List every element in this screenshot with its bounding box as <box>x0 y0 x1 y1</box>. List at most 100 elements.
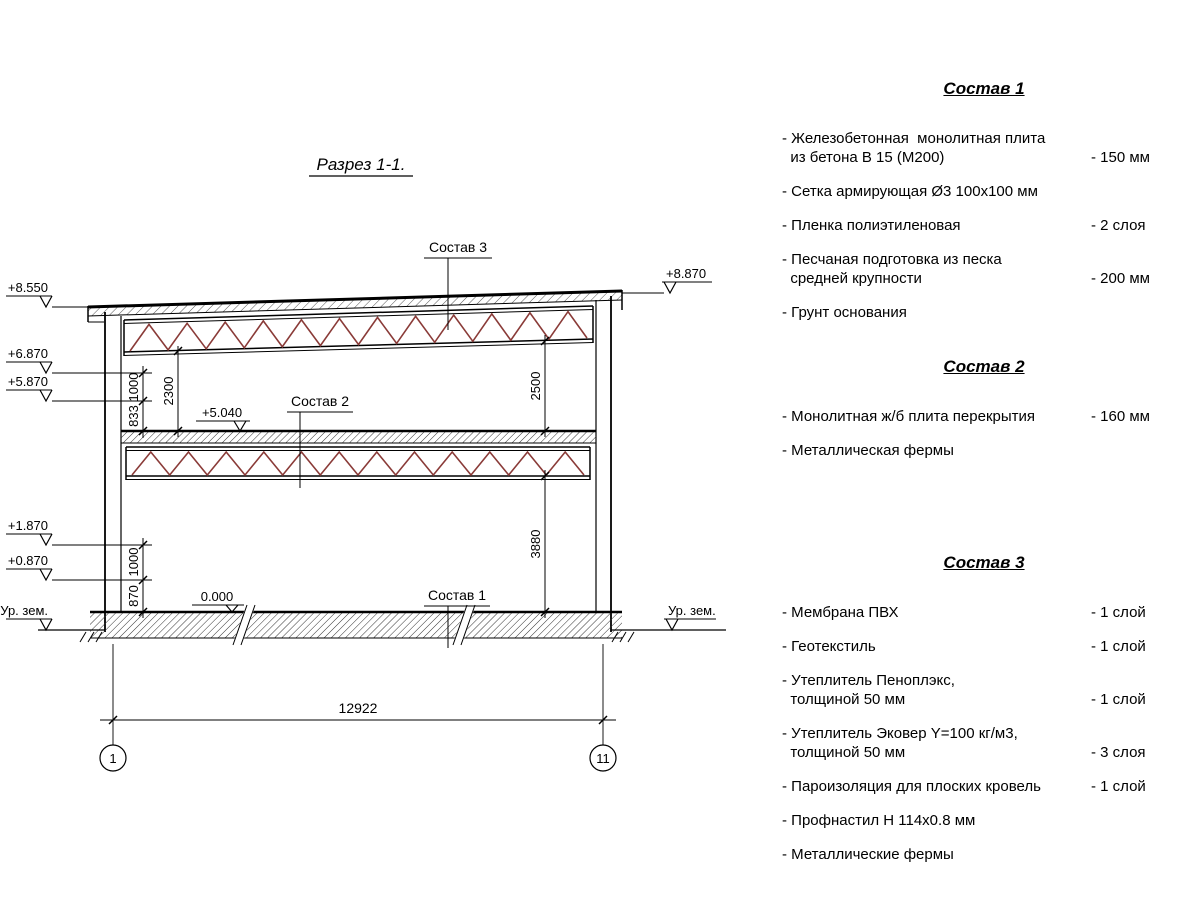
dim-2300: 2300 <box>161 346 183 437</box>
list-item: - Металлическая фермы <box>782 441 1186 460</box>
material-label: - Монолитная ж/б плита перекрытия <box>782 408 1036 425</box>
dim-2500-label: 2500 <box>528 372 543 401</box>
elevation-0000-label: 0.000 <box>201 589 234 604</box>
dim-upper-1000: 1000 <box>126 373 141 402</box>
dim-lower-870: 870 <box>126 585 141 607</box>
elevation-mark-8870: +8.870 <box>622 266 712 295</box>
lower-truss <box>125 446 591 480</box>
elevation-8550-label: +8.550 <box>8 280 48 295</box>
material-label: - Пароизоляция для плоских кровель <box>782 778 1041 795</box>
roof <box>87 289 623 323</box>
dim-2300-label: 2300 <box>161 377 176 406</box>
material-label: - Металлическая фермы <box>782 442 954 459</box>
elevation-mark-8550: +8.550 <box>6 280 88 309</box>
material-label: - Утеплитель Эковер Y=100 кг/м3, толщино… <box>782 725 1018 761</box>
dim-chain-lower: 1000 870 <box>126 538 148 618</box>
dim-chain-upper: 1000 833 <box>126 366 148 438</box>
elevation-mark-1870: +1.870 <box>6 518 53 547</box>
material-label: - Геотекстиль <box>782 638 876 655</box>
ground-line-left <box>38 629 105 643</box>
list-item: - Геотекстиль - 1 слой <box>782 637 1186 656</box>
list-item: - Пленка полиэтиленовая - 2 слоя <box>782 216 1186 235</box>
dim-2500: 2500 <box>528 335 550 437</box>
list-item: - Сетка армирующая Ø3 100х100 мм <box>782 182 1186 201</box>
list-item: - Пароизоляция для плоских кровель - 1 с… <box>782 777 1186 796</box>
floor-slab <box>121 429 596 444</box>
composition-1: Состав 1 - Железобетонная монолитная пли… <box>782 78 1186 337</box>
composition-3-heading: Состав 3 <box>943 553 1025 572</box>
elevation-5040-label: +5.040 <box>202 405 242 420</box>
material-value: - 2 слоя <box>1091 217 1146 234</box>
right-wall <box>595 296 612 632</box>
list-item: - Профнастил Н 114х0.8 мм <box>782 811 1186 830</box>
upper-truss-web <box>129 310 588 352</box>
elevation-mark-5870: +5.870 <box>6 374 53 403</box>
material-label: - Профнастил Н 114х0.8 мм <box>782 812 976 829</box>
ground-left-label: Ур. зем. <box>0 603 48 618</box>
elevation-1870-label: +1.870 <box>8 518 48 533</box>
materials-panel: Состав 1 - Железобетонная монолитная пли… <box>782 0 1186 900</box>
dim-overall-width: 12922 <box>100 644 616 745</box>
drawing-title-text: Разрез 1-1. <box>317 155 406 174</box>
composition-3: Состав 3 - Мембрана ПВХ - 1 слой - Геоте… <box>782 552 1186 879</box>
dim-upper-833: 833 <box>126 405 141 427</box>
material-value: - 1 слой <box>1091 778 1146 795</box>
material-value: - 160 мм <box>1091 408 1150 425</box>
axis-11-label: 11 <box>596 751 610 766</box>
elevation-5870-label: +5.870 <box>8 374 48 389</box>
lower-truss-web <box>131 450 585 477</box>
material-value: - 1 слой <box>1091 604 1146 621</box>
material-value: - 150 мм <box>1091 149 1150 166</box>
leader-sostav2-label: Состав 2 <box>291 393 349 409</box>
composition-2-heading: Состав 2 <box>943 357 1025 376</box>
leader-sostav3: Состав 3 <box>424 239 492 330</box>
elevation-8870-label: +8.870 <box>666 266 706 281</box>
ground-right-label: Ур. зем. <box>668 603 716 618</box>
material-label: - Песчаная подготовка из песка средней к… <box>782 251 1002 287</box>
upper-truss <box>123 305 594 356</box>
elevation-mark-0000: 0.000 <box>192 589 244 613</box>
list-item: - Грунт основания <box>782 303 1186 322</box>
dim-3880-label: 3880 <box>528 530 543 559</box>
ground-line-right <box>611 629 726 643</box>
elevation-mark-5040: +5.040 <box>196 405 250 433</box>
composition-1-heading: Состав 1 <box>943 79 1025 98</box>
section-drawing: Разрез 1-1. <box>0 155 726 772</box>
axis-1: 1 <box>99 744 127 772</box>
elevation-mark-0870: +0.870 <box>6 553 53 582</box>
dim-3880: 3880 <box>528 470 550 618</box>
material-label: - Сетка армирующая Ø3 100х100 мм <box>782 183 1038 200</box>
level-lines <box>52 372 152 581</box>
dim-width-label: 12922 <box>339 700 378 716</box>
ground-slab <box>90 603 622 647</box>
material-label: - Грунт основания <box>782 304 907 321</box>
material-label: - Железобетонная монолитная плита из бет… <box>782 130 1046 166</box>
leader-sostav1: Состав 1 <box>424 587 490 648</box>
leader-sostav2: Состав 2 <box>287 393 353 488</box>
list-item: - Монолитная ж/б плита перекрытия - 160 … <box>782 407 1186 426</box>
elevation-6870-label: +6.870 <box>8 346 48 361</box>
list-item: - Металлические фермы <box>782 845 1186 864</box>
material-label: - Утеплитель Пеноплэкс, толщиной 50 мм <box>782 672 955 708</box>
ground-mark-right: Ур. зем. <box>664 603 716 632</box>
elevation-mark-6870: +6.870 <box>6 346 53 375</box>
list-item: - Железобетонная монолитная плита из бет… <box>782 129 1186 167</box>
list-item: - Песчаная подготовка из песка средней к… <box>782 250 1186 288</box>
leader-sostav3-label: Состав 3 <box>429 239 487 255</box>
list-item: - Утеплитель Эковер Y=100 кг/м3, толщино… <box>782 724 1186 762</box>
material-value: - 200 мм <box>1091 270 1150 287</box>
material-value: - 3 слоя <box>1091 744 1146 761</box>
material-label: - Металлические фермы <box>782 846 954 863</box>
material-label: - Пленка полиэтиленовая <box>782 217 961 234</box>
left-wall <box>104 312 122 632</box>
drawing-title: Разрез 1-1. <box>309 155 413 177</box>
composition-2: Состав 2 - Монолитная ж/б плита перекрыт… <box>782 356 1186 475</box>
axis-1-label: 1 <box>109 751 116 766</box>
list-item: - Утеплитель Пеноплэкс, толщиной 50 мм -… <box>782 671 1186 709</box>
material-label: - Мембрана ПВХ <box>782 604 899 621</box>
material-value: - 1 слой <box>1091 638 1146 655</box>
leader-sostav1-label: Состав 1 <box>428 587 486 603</box>
elevation-0870-label: +0.870 <box>8 553 48 568</box>
material-value: - 1 слой <box>1091 691 1146 708</box>
axis-11: 11 <box>589 744 617 772</box>
